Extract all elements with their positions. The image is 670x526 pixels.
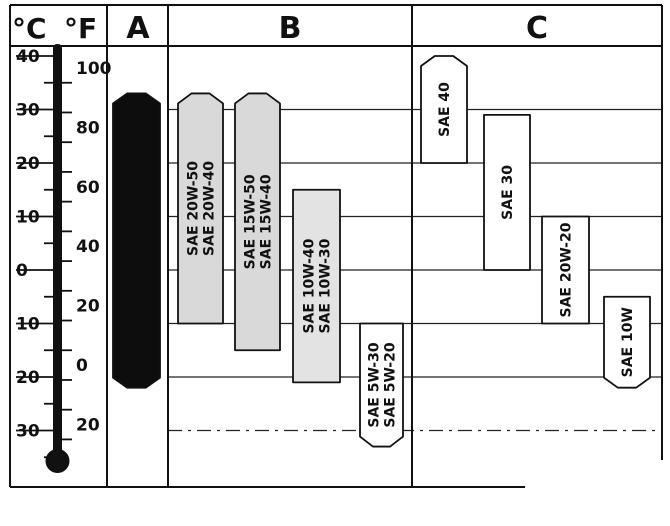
thermometer-tube [53,44,62,462]
oil-bar-shape [541,215,590,325]
oil-grade-label: SAE 20W-50 [186,161,202,256]
oil-bar-shape [420,55,468,164]
oil-grade-label: SAE 15W-40 [259,174,275,269]
table-frame [9,4,663,488]
oil-grade-label: SAE 30 [500,165,516,220]
oil-bar-shape [292,188,341,384]
column-c-header: C [526,11,548,46]
column-b-header: B [279,11,302,46]
oil-bar-shape [112,92,161,389]
oil-bar-sae-30: SAE 30 [483,113,531,271]
oil-bar-a [112,92,161,389]
fahrenheit-tick-label: 80 [76,118,100,138]
oil-grade-label: SAE 10W-40 [302,238,318,333]
column-headers: °C °F A B C [12,11,548,46]
fahrenheit-tick-label: 100 [76,59,112,79]
oil-bar-shape [483,113,531,271]
column-a-header: A [126,11,150,46]
celsius-tick-label: 20 [16,368,40,388]
oil-grade-label: SAE 20W-40 [202,161,218,256]
oil-grade-label: SAE 10W [620,307,636,377]
celsius-tick-label: 10 [16,208,40,228]
oil-grade-label: SAE 5W-20 [383,342,399,427]
celsius-header: °C [12,12,47,45]
oil-grade-label: SAE 5W-30 [367,342,383,427]
oil-bar-shape [177,92,224,325]
oil-bar-sae-10w: SAE 10W [603,295,651,389]
fahrenheit-tick-label: 40 [76,237,100,257]
celsius-tick-label: 20 [16,154,40,174]
oil-bar-sae-20w20: SAE 20W-20 [541,215,590,325]
oil-grade-label: SAE 40 [437,82,453,137]
oil-bar-shape [603,295,651,389]
fahrenheit-tick-label: 0 [76,356,88,376]
oil-bar-shape [359,322,404,448]
oil-grade-label: SAE 10W-30 [318,238,334,333]
fahrenheit-header: °F [64,12,97,45]
celsius-tick-label: 30 [16,422,40,442]
oil-grade-label: SAE 20W-20 [559,222,575,317]
celsius-tick-label: 40 [16,47,40,67]
oil-bar-shape [234,92,281,352]
thermometer [45,44,70,473]
oil-bar-sae-40: SAE 40 [420,55,468,164]
celsius-tick-label: 0 [16,261,28,281]
celsius-tick-label: 30 [16,101,40,121]
oil-grade-label: SAE 15W-50 [243,174,259,269]
celsius-tick-label: 10 [16,315,40,335]
fahrenheit-tick-label: 20 [76,297,100,317]
fahrenheit-tick-label: 60 [76,178,100,198]
fahrenheit-tick-label: 20 [76,416,100,436]
thermometer-bulb [45,449,70,473]
